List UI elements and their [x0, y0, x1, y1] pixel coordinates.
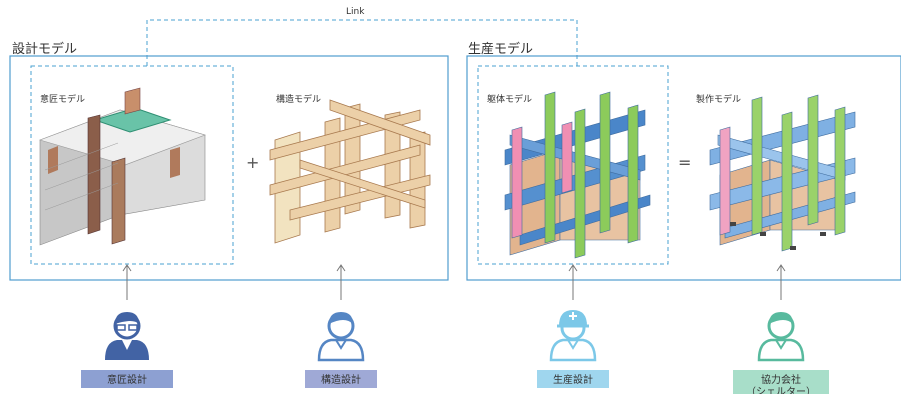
fabrication-model-illustration: [709, 94, 856, 252]
production-model-group-label: 生産モデル: [468, 42, 534, 57]
architectural-model-dashed-box: [30, 65, 234, 265]
frame-model-illustration: [504, 91, 651, 259]
architectural-model-label: 意匠モデル: [40, 95, 86, 105]
person-icon: [757, 312, 805, 362]
structural-model-label: 構造モデル: [276, 95, 322, 105]
role-architectural-design: 意匠設計: [81, 370, 173, 388]
structural-model-illustration: [269, 99, 431, 244]
design-model-group-label: 設計モデル: [12, 42, 78, 57]
role-production-design: 生産設計: [537, 370, 609, 388]
fabrication-model-label: 製作モデル: [696, 95, 742, 105]
role-arrows: [122, 264, 786, 300]
plus-operator: +: [246, 153, 260, 172]
frame-model-label: 躯体モデル: [487, 95, 533, 105]
person-hardhat-icon: [549, 310, 597, 362]
frame-model-dashed-box: [477, 65, 669, 265]
role-structural-design: 構造設計: [305, 370, 377, 388]
person-icon: [317, 312, 365, 362]
link-connector: [146, 19, 578, 66]
link-label: Link: [346, 7, 365, 17]
equals-operator: =: [678, 153, 692, 172]
role-partner-company: 協力会社 （シェルター）: [733, 370, 829, 394]
design-model-frame: [9, 55, 449, 281]
architectural-model-illustration: [39, 87, 206, 246]
production-model-frame: [466, 55, 901, 281]
person-glasses-icon: [105, 312, 149, 360]
